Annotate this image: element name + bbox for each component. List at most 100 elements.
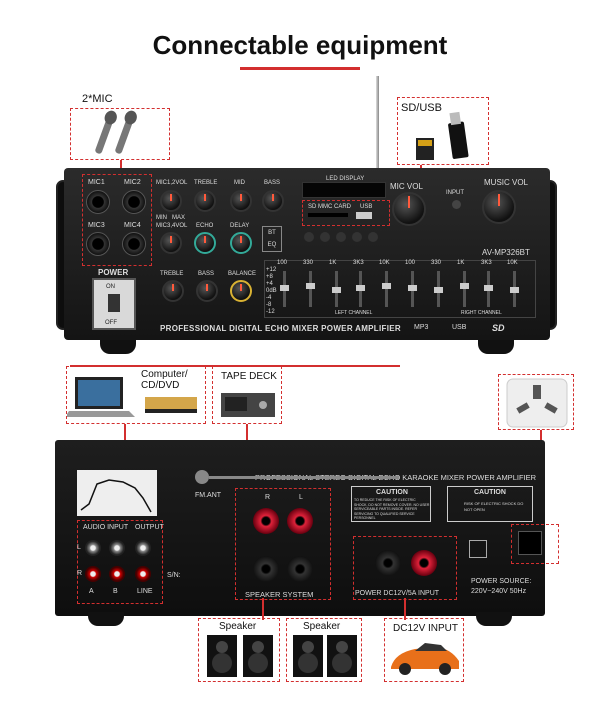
knob-label-echo: ECHO [196, 223, 214, 229]
front-left-foot [100, 340, 136, 354]
input-b-r-jack[interactable] [109, 566, 125, 582]
wall-socket-callout-box [498, 374, 574, 430]
input-a-r-jack[interactable] [85, 566, 101, 582]
media-button-5[interactable] [368, 232, 378, 242]
input-a-l-jack[interactable] [85, 540, 101, 556]
ac-power-socket[interactable] [518, 531, 542, 555]
mic1-jack[interactable] [86, 190, 110, 214]
eq-slider-cap[interactable] [510, 287, 519, 293]
l-label: L [77, 544, 81, 551]
media-button-3[interactable] [336, 232, 346, 242]
media-buttons [304, 232, 394, 242]
eq-slider-cap[interactable] [306, 283, 315, 289]
line-label: LINE [137, 588, 153, 595]
echo-knob[interactable] [194, 232, 216, 254]
knob-label-mic34vol: MIC3,4VOL [156, 223, 188, 229]
right-channel-label: RIGHT CHANNEL [461, 310, 502, 316]
eq-freq-8: 1K [457, 260, 465, 266]
sd-usb-image [416, 111, 469, 160]
input-button[interactable] [452, 200, 461, 209]
bass-knob[interactable] [262, 190, 284, 212]
eq-freq-7: 330 [431, 260, 442, 266]
balance-knob[interactable] [230, 280, 252, 302]
tape-deck-callout-box: TAPE DECK [212, 366, 282, 424]
bass2-knob[interactable] [196, 280, 218, 302]
computer-callout-label: Computer/ CD/DVD [141, 369, 188, 391]
tape-line [246, 424, 248, 440]
eq-slider-2[interactable] [306, 271, 315, 307]
knob-label-treble: TREBLE [194, 180, 218, 186]
eq-slider-8[interactable] [460, 271, 469, 307]
input-b-l-jack[interactable] [109, 540, 125, 556]
dc-negative-terminal[interactable] [375, 550, 401, 576]
usb-label: USB [360, 204, 373, 210]
fm-ant-label: FM.ANT [195, 492, 222, 499]
sd-usb-callout-box: SD/USB [397, 97, 489, 165]
sd-card-slot[interactable] [308, 213, 348, 217]
eq-slider-cap[interactable] [408, 285, 417, 291]
media-button-2[interactable] [320, 232, 330, 242]
dc-callout-box: DC12V INPUT [384, 618, 464, 682]
antenna [376, 76, 379, 170]
mic3-jack[interactable] [86, 232, 110, 256]
fm-antenna-connector[interactable] [195, 470, 209, 484]
eq-slider-10[interactable] [510, 271, 519, 307]
car-image [391, 643, 459, 675]
input-connector-line [70, 365, 400, 367]
media-button-4[interactable] [352, 232, 362, 242]
eq-slider-cap[interactable] [382, 283, 391, 289]
mic-vol-knob[interactable] [392, 192, 426, 226]
knob-label-mid: MID [234, 180, 245, 186]
mic34-vol-knob[interactable] [160, 232, 182, 254]
output-l-jack[interactable] [135, 540, 151, 556]
knob-label-bass: BASS [264, 180, 281, 186]
treble2-knob[interactable] [162, 280, 184, 302]
music-vol-knob[interactable] [482, 190, 516, 224]
tape-deck-callout-label: TAPE DECK [221, 371, 277, 382]
power-switch[interactable]: ON OFF [92, 278, 136, 330]
eq-slider-3[interactable] [332, 271, 341, 307]
logo-mp3: MP3 [414, 324, 429, 331]
eq-level-5: -4 [266, 295, 272, 301]
caution-title-2: CAUTION [474, 489, 506, 496]
usb-port[interactable] [356, 212, 372, 219]
knob-label-bass2: BASS [198, 271, 215, 277]
eq-slider-6[interactable] [408, 271, 417, 307]
eq-slider-cap[interactable] [460, 283, 469, 289]
speaker-r-negative-terminal[interactable] [253, 556, 279, 582]
eq-slider-5[interactable] [382, 271, 391, 307]
eq-slider-9[interactable] [484, 271, 493, 307]
eq-slider-cap[interactable] [280, 285, 289, 291]
eq-slider-4[interactable] [356, 271, 365, 307]
logo-usb: USB [452, 324, 467, 331]
speaker-l-positive-terminal[interactable] [287, 508, 313, 534]
eq-slider-cap[interactable] [484, 285, 493, 291]
output-r-jack[interactable] [135, 566, 151, 582]
eq-freq-5: 10K [379, 260, 390, 266]
mic12-vol-knob[interactable] [160, 190, 182, 212]
media-button-1[interactable] [304, 232, 314, 242]
treble-knob[interactable] [194, 190, 216, 212]
title-underline [240, 67, 360, 70]
dc-positive-terminal[interactable] [411, 550, 437, 576]
delay-knob[interactable] [230, 232, 252, 254]
led-display [302, 182, 386, 198]
dc-line [404, 598, 406, 620]
page-title: Connectable equipment [152, 30, 448, 60]
mic2-jack[interactable] [122, 190, 146, 214]
speaker-l-label: L [299, 494, 303, 501]
eq-slider-1[interactable] [280, 271, 289, 307]
mid-knob[interactable] [230, 190, 252, 212]
mic4-jack[interactable] [122, 232, 146, 256]
eq-freq-10: 10K [507, 260, 518, 266]
knob-min-label: MIN [156, 215, 167, 221]
eq-slider-7[interactable] [434, 271, 443, 307]
speaker-r-positive-terminal[interactable] [253, 508, 279, 534]
speaker-l-negative-terminal[interactable] [287, 556, 313, 582]
eq-slider-cap[interactable] [356, 285, 365, 291]
eq-slider-cap[interactable] [434, 287, 443, 293]
eq-slider-cap[interactable] [332, 287, 341, 293]
eq-freq-9: 3K3 [481, 260, 492, 266]
speaker-line [262, 598, 264, 620]
mic4-label: MIC4 [124, 222, 141, 229]
